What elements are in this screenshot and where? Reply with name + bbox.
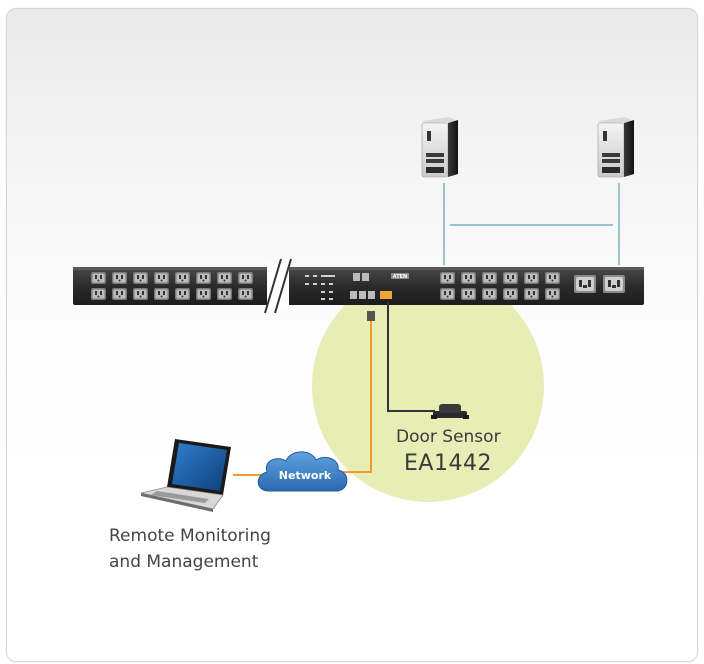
pdu-brand: ATEN — [393, 274, 408, 280]
network-cable — [233, 311, 375, 476]
door-sensor-label: Door Sensor — [396, 427, 501, 447]
server-icon — [421, 117, 458, 178]
server-icon — [597, 117, 634, 178]
diagram-frame: ATEN Network Door Sensor EA1442 Remote M… — [6, 8, 698, 662]
server-link-lines — [443, 183, 620, 265]
door-sensor-model: EA1442 — [404, 451, 492, 476]
remote-line-2: and Management — [109, 552, 259, 572]
remote-line-1: Remote Monitoring — [109, 526, 271, 546]
network-label: Network — [278, 469, 332, 482]
laptop-icon — [140, 439, 231, 512]
pdu-icon: ATEN — [73, 258, 644, 314]
door-sensor-icon — [431, 404, 469, 419]
cloud-icon — [257, 451, 348, 492]
diagram-canvas: ATEN — [73, 117, 644, 512]
remote-monitoring-label: Remote Monitoring and Management — [109, 523, 271, 575]
door-sensor-cable — [387, 302, 435, 412]
